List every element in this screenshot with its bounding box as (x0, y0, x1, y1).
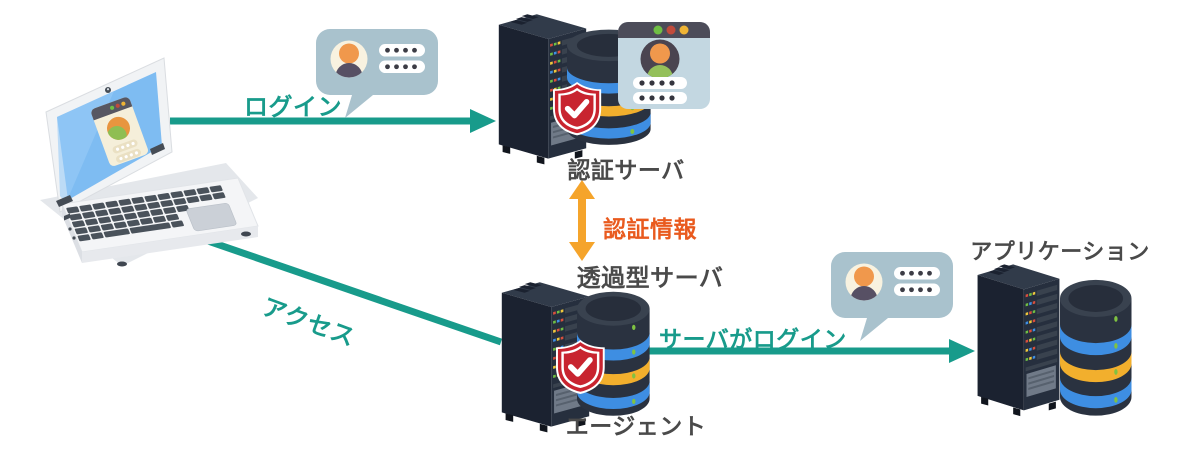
laptop-keyboard (66, 185, 237, 242)
login-card-icon (618, 22, 710, 109)
auth-info-edge-label: 認証情報 (603, 217, 697, 243)
laptop-icon (40, 57, 259, 267)
server-login-edge-label: サーバがログイン (659, 327, 847, 353)
application-server-label: アプリケーション (970, 240, 1150, 265)
auth-server-icon (498, 14, 710, 165)
auth-info-double-arrow (569, 180, 595, 261)
application-server-icon (977, 264, 1132, 417)
login-edge-label: ログイン (244, 93, 342, 121)
access-line (174, 226, 503, 346)
server-rack-icon (977, 264, 1060, 417)
database-icon (1060, 279, 1132, 416)
laptop-trackpad (186, 203, 237, 232)
server-login-arrowhead (949, 339, 975, 363)
auth-server-label: 認証サーバ (567, 158, 685, 184)
transparent-server-label: 透過型サーバ (576, 264, 724, 292)
server-login-arrow (649, 339, 975, 363)
login-arrow (170, 109, 496, 133)
login-card-on-screen-icon (91, 97, 148, 166)
credentials-speech-bubble-icon (831, 252, 953, 341)
login-arrowhead (470, 109, 496, 133)
agent-label: エージェント (565, 414, 707, 440)
